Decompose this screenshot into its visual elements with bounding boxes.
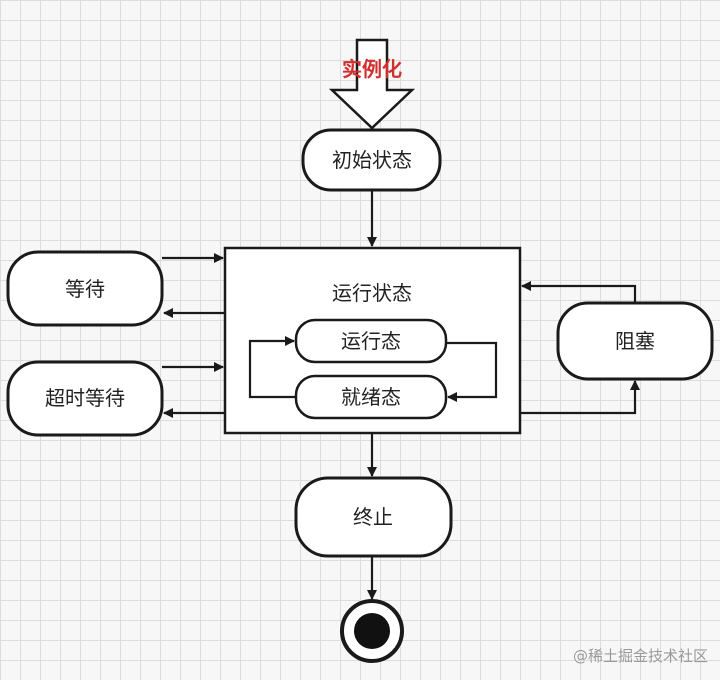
waiting-node bbox=[6, 250, 164, 327]
edge-running-to-blocked bbox=[520, 380, 640, 415]
edge-blocked-to-running bbox=[521, 281, 637, 303]
instantiate-label: 实例化 bbox=[342, 57, 402, 81]
ready-label: 就绪态 bbox=[341, 385, 401, 409]
instantiate-arrow bbox=[328, 38, 416, 130]
waiting-label: 等待 bbox=[65, 277, 105, 301]
timed-waiting-node bbox=[6, 360, 164, 437]
edge-running-to-ready bbox=[446, 341, 498, 402]
running-state-label: 运行状态 bbox=[332, 281, 412, 305]
terminated-node bbox=[294, 476, 453, 558]
timed-waiting-label: 超时等待 bbox=[45, 386, 125, 410]
end-node-inner bbox=[354, 613, 390, 649]
edge-ready-to-running bbox=[248, 336, 296, 399]
running-label: 运行态 bbox=[341, 329, 401, 353]
running-node bbox=[294, 318, 448, 364]
blocked-label: 阻塞 bbox=[615, 329, 655, 353]
terminated-label: 终止 bbox=[353, 505, 393, 529]
initial-state-label: 初始状态 bbox=[332, 148, 412, 172]
watermark: @稀土掘金技术社区 bbox=[572, 647, 708, 665]
